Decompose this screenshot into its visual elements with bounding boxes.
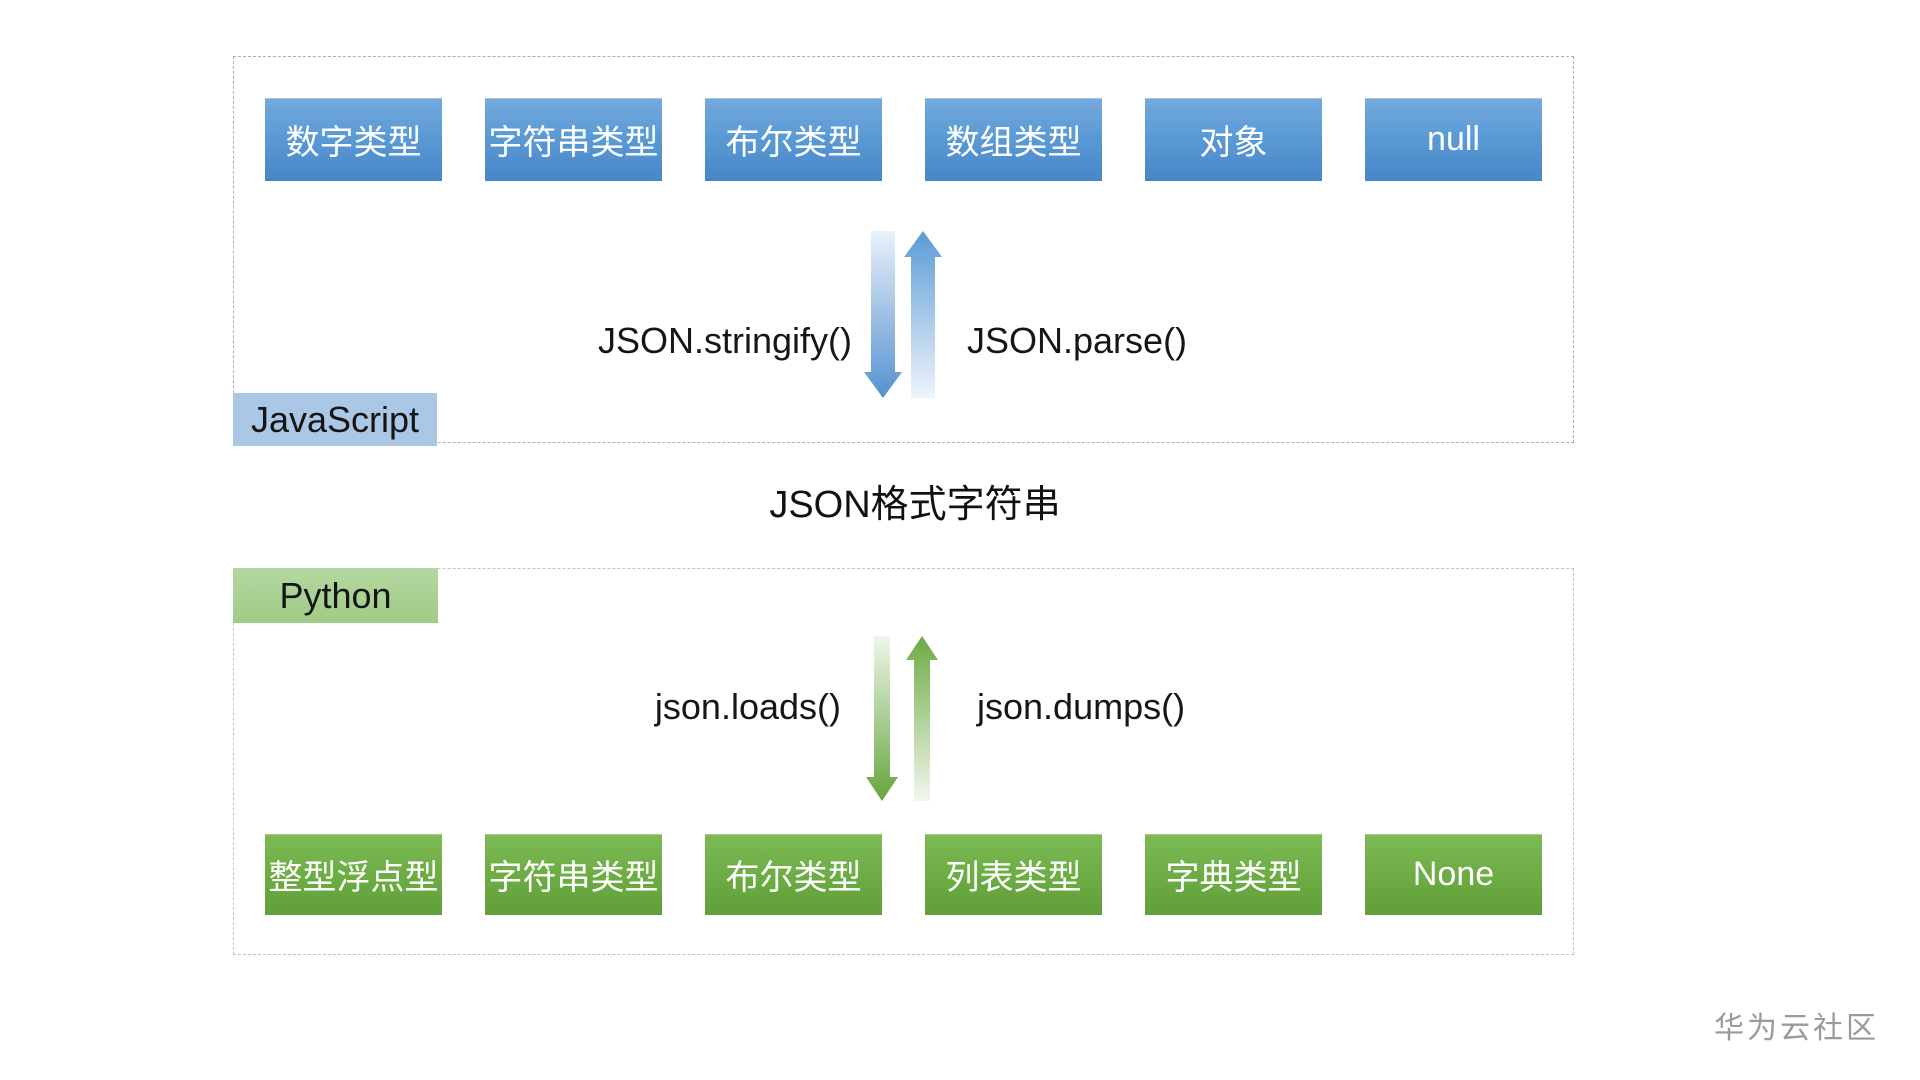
javascript-chip: JavaScript <box>233 393 437 446</box>
js-type-string: 字符串类型 <box>485 98 662 181</box>
js-type-number: 数字类型 <box>265 98 442 181</box>
js-type-boolean: 布尔类型 <box>705 98 882 181</box>
loads-label: json.loads() <box>654 686 841 727</box>
js-type-array: 数组类型 <box>925 98 1102 181</box>
arrow-up-icon <box>906 636 938 801</box>
javascript-type-row: 数字类型 字符串类型 布尔类型 数组类型 对象 null <box>265 98 1542 181</box>
py-type-list: 列表类型 <box>925 834 1102 915</box>
py-type-int-float: 整型浮点型 <box>265 834 442 915</box>
python-arrow-pair <box>866 636 938 801</box>
arrow-down-icon <box>864 231 902 398</box>
python-chip: Python <box>233 568 438 623</box>
parse-label: JSON.parse() <box>967 320 1188 361</box>
json-string-label: JSON格式字符串 <box>769 484 1061 526</box>
py-type-boolean: 布尔类型 <box>705 834 882 915</box>
javascript-arrow-pair <box>864 231 942 398</box>
python-section: Python json.loads() <box>233 568 1574 955</box>
arrow-down-icon <box>866 636 898 801</box>
watermark: 华为云社区 <box>1714 1012 1879 1045</box>
stringify-label: JSON.stringify() <box>597 320 852 361</box>
py-type-string: 字符串类型 <box>485 834 662 915</box>
js-type-object: 对象 <box>1145 98 1322 181</box>
arrow-up-icon <box>904 231 942 398</box>
py-type-none: None <box>1365 834 1542 915</box>
py-type-dict: 字典类型 <box>1145 834 1322 915</box>
dumps-label: json.dumps() <box>977 686 1186 727</box>
js-type-null: null <box>1365 98 1542 181</box>
javascript-section: 数字类型 字符串类型 布尔类型 数组类型 对象 null JSON.string… <box>233 56 1574 446</box>
python-type-row: 整型浮点型 字符串类型 布尔类型 列表类型 字典类型 None <box>265 834 1542 915</box>
